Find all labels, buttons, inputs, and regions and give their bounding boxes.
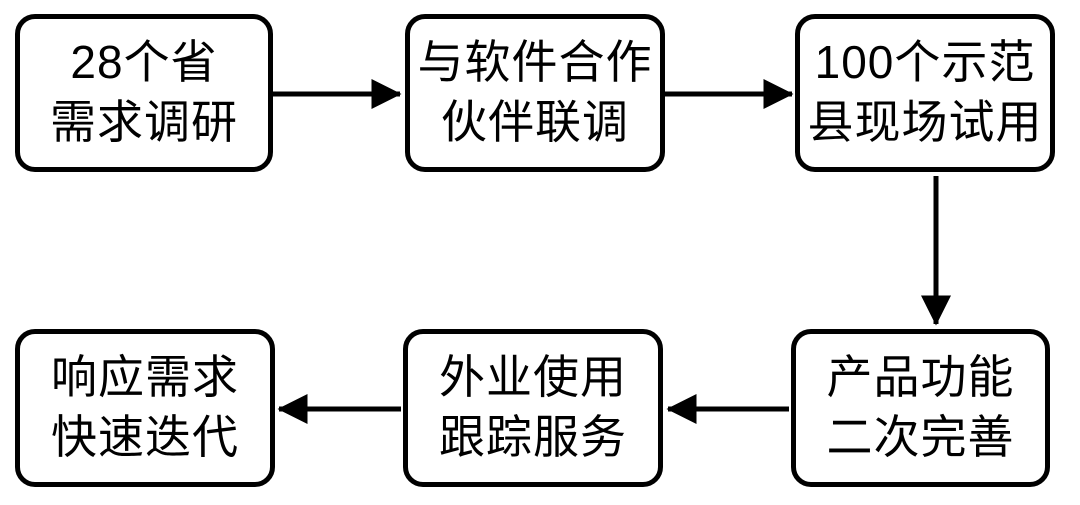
- node-text-line: 28个省: [70, 36, 218, 89]
- node-text-line: 外业使用: [439, 351, 627, 404]
- flow-node-field-tracking-service: 外业使用 跟踪服务: [403, 329, 663, 487]
- node-text-line: 与软件合作: [417, 36, 653, 89]
- flow-node-secondary-improvement: 产品功能 二次完善: [791, 329, 1050, 487]
- flow-node-province-survey: 28个省 需求调研: [15, 14, 273, 172]
- node-text-line: 快速迭代: [51, 411, 239, 463]
- node-text-line: 跟踪服务: [439, 411, 627, 463]
- node-text-line: 二次完善: [826, 411, 1015, 463]
- flow-node-county-field-trial: 100个示范 县现场试用: [795, 14, 1055, 172]
- node-text-line: 响应需求: [51, 351, 239, 404]
- node-text-line: 100个示范: [814, 36, 1036, 89]
- node-text-line: 产品功能: [826, 351, 1015, 404]
- node-text-line: 县现场试用: [807, 96, 1043, 148]
- flow-node-rapid-iteration: 响应需求 快速迭代: [15, 329, 275, 487]
- node-text-line: 伙伴联调: [441, 96, 629, 148]
- node-text-line: 需求调研: [50, 96, 238, 148]
- flow-node-partner-joint-debugging: 与软件合作 伙伴联调: [405, 14, 665, 172]
